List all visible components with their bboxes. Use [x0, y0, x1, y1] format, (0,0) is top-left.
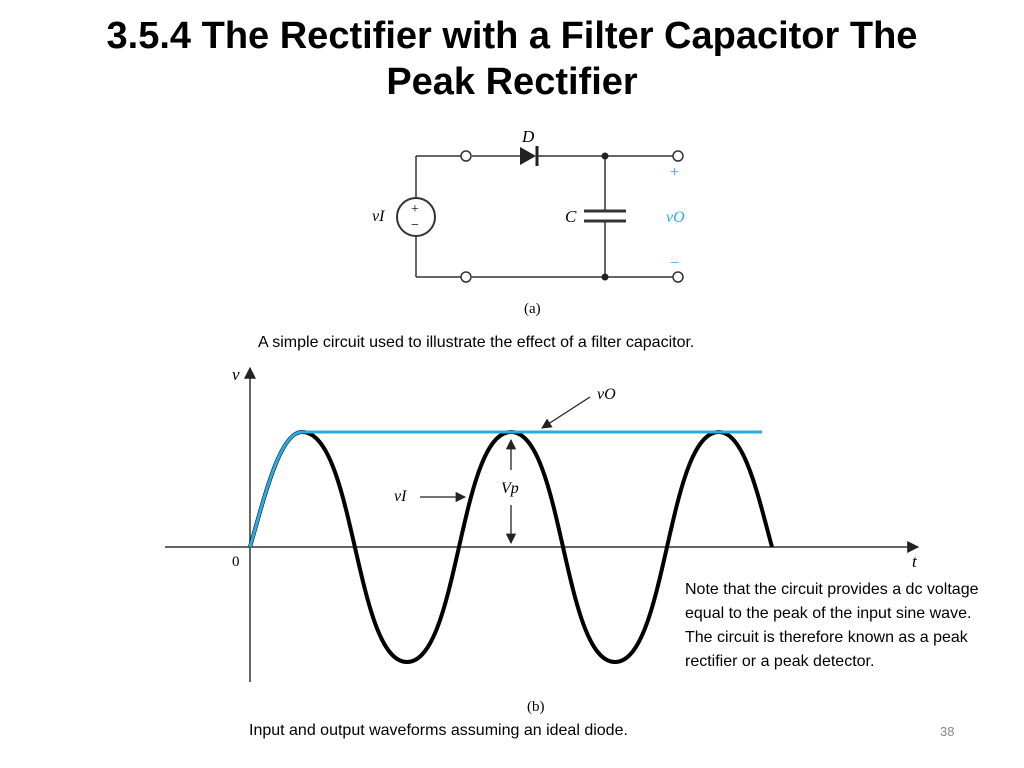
input-terminal-bottom [460, 271, 472, 283]
output-plus-label: + [670, 164, 679, 181]
circuit-figure-label: (a) [524, 301, 541, 317]
output-minus-label: − [670, 255, 679, 272]
peak-rectifier-note: Note that the circuit provides a dc volt… [685, 581, 979, 670]
input-terminal-top [460, 150, 472, 162]
source-plus-label: + [411, 202, 419, 217]
junction-dot-bottom [601, 273, 609, 281]
diode-label: D [521, 127, 535, 146]
vo-arrow [541, 396, 591, 429]
slide-number: 38 [940, 724, 955, 739]
vi-label: vI [394, 488, 407, 505]
output-terminal-bottom [672, 271, 684, 283]
vo-label: vO [597, 386, 616, 403]
diode-icon [520, 147, 536, 165]
slide-title: 3.5.4 The Rectifier with a Filter Capaci… [106, 15, 918, 103]
waveform-figure-label: (b) [527, 699, 545, 715]
circuit-diagram: D C vI + − + vO − (a) [372, 127, 685, 317]
output-terminal-top [672, 150, 684, 162]
output-waveform-trace [248, 430, 762, 548]
output-label: vO [666, 209, 685, 226]
capacitor-label: C [565, 207, 577, 226]
x-axis-label: t [912, 552, 918, 571]
source-label: vI [372, 208, 385, 225]
junction-dot-top [601, 152, 609, 160]
origin-label: 0 [232, 554, 240, 570]
y-axis-label: v [232, 365, 240, 384]
vp-label: Vp [501, 480, 519, 497]
source-minus-label: − [411, 218, 419, 233]
circuit-caption: A simple circuit used to illustrate the … [258, 334, 695, 351]
voltage-source-icon [396, 197, 436, 237]
waveform-caption: Input and output waveforms assuming an i… [249, 722, 628, 739]
